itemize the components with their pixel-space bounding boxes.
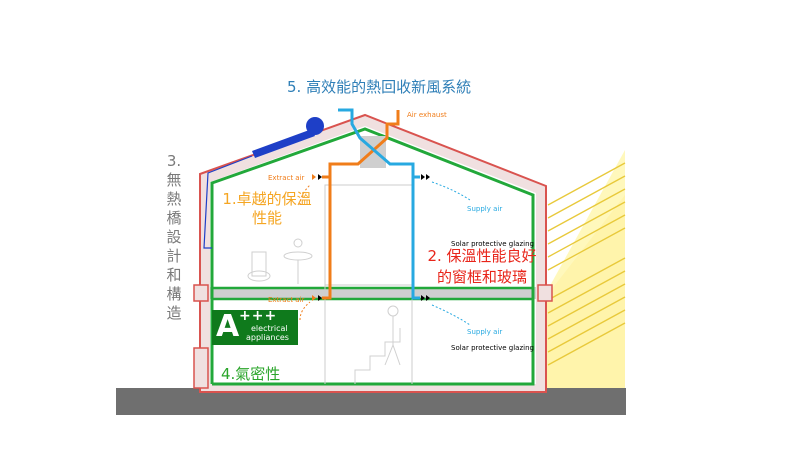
insulation-label: 1.卓越的保溫性能 — [222, 190, 312, 227]
sink-icon — [283, 238, 313, 284]
windows-label: 2. 保溫性能良好的窗框和玻璃 — [427, 247, 537, 286]
airtight-layer — [210, 127, 535, 386]
extract-air-duct — [322, 110, 400, 300]
airtightness-label: 4.氣密性 — [221, 365, 281, 383]
sun-rays-icon — [440, 150, 626, 388]
solar-collector-icon — [203, 117, 324, 249]
badge-line1: electrical — [251, 324, 288, 333]
floor-slab — [210, 287, 536, 299]
stair-person-icon — [354, 305, 401, 384]
diagram-title: 5. 高效能的熱回收新風系統 — [287, 78, 472, 96]
air-exhaust-label: Air exhaust — [407, 111, 447, 119]
extract-air-label-lower: Extract air — [268, 296, 305, 304]
badge-line2: appliances — [246, 333, 289, 342]
badge-plus: +++ — [239, 308, 278, 324]
thermal-bridge-label: 3.無熱橋設計和構造 — [166, 152, 182, 322]
supply-air-label-lower: Supply air — [467, 328, 502, 336]
supply-air-duct — [338, 108, 420, 300]
toilet-icon — [247, 251, 271, 282]
flow-arrow-icons — [312, 174, 430, 301]
extract-air-label-upper: Extract air — [268, 174, 305, 182]
energy-label-badge: A +++ electrical appliances — [212, 308, 298, 345]
supply-air-label-upper: Supply air — [467, 205, 502, 213]
solar-glazing-label-lower: Solar protective glazing — [451, 344, 534, 352]
solar-glazing-label-upper: Solar protective glazing — [451, 240, 534, 248]
badge-letter: A — [216, 309, 240, 344]
